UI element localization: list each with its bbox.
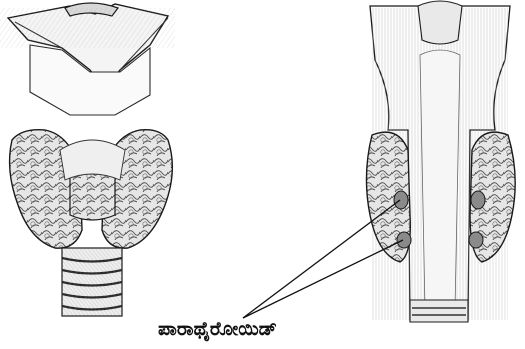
parathyroid-label: ಪಾರಾಥೈರೋಯಿಡ್	[158, 318, 358, 340]
epiglottis	[418, 1, 462, 44]
parathyroid-gland-upper	[394, 191, 408, 209]
posterior-view-thyroid	[366, 1, 515, 322]
anterior-view-thyroid	[0, 3, 175, 316]
trachea	[62, 248, 122, 316]
parathyroid-gland-lower	[397, 232, 411, 248]
